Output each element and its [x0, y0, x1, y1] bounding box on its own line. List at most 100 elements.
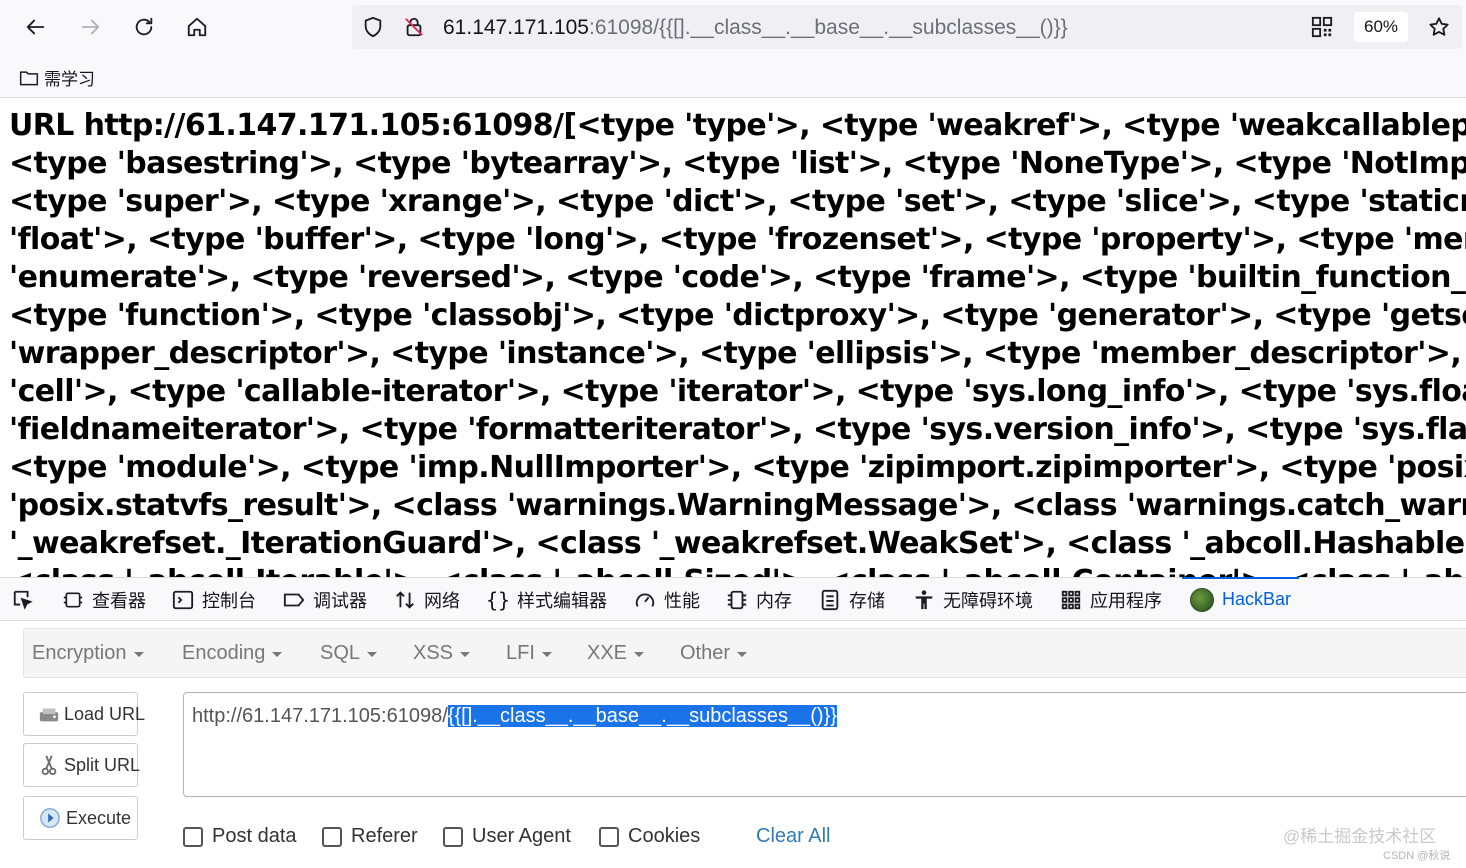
menu-lfi-label: LFI — [506, 642, 535, 664]
bookmark-folder[interactable]: 需学习 — [18, 65, 95, 90]
tab-hackbar-label: HackBar — [1222, 589, 1292, 609]
response-line: 'cell'>, <type 'callable-iterator'>, <ty… — [9, 374, 1466, 409]
user-agent-checkbox[interactable]: User Agent — [443, 825, 571, 848]
tab-style-editor[interactable]: {} 样式编辑器 — [485, 578, 607, 621]
tab-network-label: 网络 — [424, 590, 460, 611]
arrow-left-icon — [26, 19, 45, 35]
menu-encoding[interactable]: Encoding — [182, 642, 283, 665]
cookies-checkbox[interactable]: Cookies — [599, 825, 700, 848]
hackbar-menu: Encryption Encoding SQL XSS LFI XXE Othe… — [23, 628, 1466, 678]
menu-encryption[interactable]: Encryption — [32, 642, 144, 665]
browser-toolbar: 61.147.171.105:61098/{{[].__class__.__ba… — [0, 0, 1466, 54]
hackbar-panel: Encryption Encoding SQL XSS LFI XXE Othe… — [0, 621, 1466, 868]
tab-debugger[interactable]: 调试器 — [283, 578, 367, 621]
hackbar-logo-icon — [1190, 587, 1214, 612]
tab-memory[interactable]: 内存 — [726, 578, 792, 621]
tab-hackbar[interactable]: HackBar — [1181, 577, 1300, 621]
caret-down-icon — [367, 652, 378, 657]
url-textarea[interactable]: http://61.147.171.105:61098/{{[].__class… — [183, 692, 1466, 797]
pick-element-icon — [12, 589, 34, 611]
caret-down-icon — [737, 652, 748, 657]
checkbox-box[interactable] — [599, 826, 619, 847]
qr-code-icon[interactable] — [1310, 15, 1334, 39]
menu-encoding-label: Encoding — [182, 642, 266, 664]
response-line: <type 'module'>, <type 'imp.NullImporter… — [9, 450, 1466, 485]
tab-network[interactable]: 网络 — [394, 578, 460, 621]
menu-sql[interactable]: SQL — [320, 642, 378, 665]
menu-xxe[interactable]: XXE — [587, 642, 645, 665]
watermark-credit: CSDN @秋说 — [1383, 850, 1451, 862]
execute-button[interactable]: Execute — [23, 796, 138, 840]
menu-other-label: Other — [680, 642, 731, 664]
reload-button[interactable] — [127, 10, 161, 44]
tab-accessibility[interactable]: 无障碍环境 — [913, 578, 1033, 621]
memory-icon — [726, 589, 748, 611]
debugger-icon — [283, 589, 305, 611]
tab-storage-label: 存储 — [849, 590, 885, 611]
cookies-label: Cookies — [628, 825, 701, 847]
menu-xss[interactable]: XSS — [413, 642, 471, 665]
response-line: 'fieldnameiterator'>, <type 'formatterit… — [9, 412, 1466, 447]
shield-icon[interactable] — [361, 15, 385, 39]
url-path: :61098/{{[].__class__.__base__.__subclas… — [588, 16, 1068, 39]
zoom-level-button[interactable]: 60% — [1354, 12, 1408, 42]
menu-lfi[interactable]: LFI — [506, 642, 552, 665]
load-url-button[interactable]: Load URL — [23, 692, 145, 736]
split-url-button[interactable]: Split URL — [23, 743, 140, 787]
arrow-right-icon — [81, 19, 100, 35]
menu-sql-label: SQL — [320, 642, 361, 664]
bookmark-star-icon[interactable] — [1427, 15, 1451, 39]
tab-performance-label: 性能 — [664, 590, 700, 611]
response-line: 'posix.statvfs_result'>, <class 'warning… — [9, 488, 1466, 523]
insecure-lock-icon[interactable] — [402, 15, 426, 39]
post-data-checkbox[interactable]: Post data — [183, 825, 297, 848]
play-icon — [38, 806, 62, 830]
tab-console[interactable]: 控制台 — [172, 578, 256, 621]
response-line: 'wrapper_descriptor'>, <type 'instance'>… — [9, 336, 1466, 371]
bookmark-folder-label: 需学习 — [44, 70, 95, 89]
caret-down-icon — [541, 652, 552, 657]
console-icon — [172, 589, 194, 611]
url-bar[interactable]: 61.147.171.105:61098/{{[].__class__.__ba… — [352, 5, 1462, 49]
response-line: <type 'function'>, <type 'classobj'>, <t… — [9, 298, 1466, 333]
checkbox-box[interactable] — [322, 826, 342, 847]
folder-icon — [19, 70, 39, 85]
style-editor-icon: {} — [485, 587, 511, 612]
tab-style-editor-label: 样式编辑器 — [517, 590, 607, 611]
caret-down-icon — [634, 652, 645, 657]
tab-memory-label: 内存 — [756, 590, 792, 611]
tab-storage[interactable]: 存储 — [819, 578, 885, 621]
home-button[interactable] — [180, 10, 214, 44]
tab-inspector[interactable]: 查看器 — [62, 578, 146, 621]
watermark: @稀土掘金技术社区 — [1283, 827, 1437, 846]
tab-application[interactable]: 应用程序 — [1060, 578, 1162, 621]
tab-accessibility-label: 无障碍环境 — [943, 590, 1033, 611]
referer-label: Referer — [351, 825, 418, 847]
tab-inspector-label: 查看器 — [92, 590, 146, 611]
url-textarea-plain: http://61.147.171.105:61098/ — [192, 705, 448, 727]
clear-all-link[interactable]: Clear All — [756, 825, 831, 847]
caret-down-icon — [133, 652, 144, 657]
tab-pick-element[interactable] — [12, 578, 34, 621]
forward-button[interactable] — [73, 10, 107, 44]
url-text[interactable]: 61.147.171.105:61098/{{[].__class__.__ba… — [443, 16, 1068, 40]
tab-debugger-label: 调试器 — [313, 590, 367, 611]
reload-icon — [135, 17, 153, 36]
tab-application-label: 应用程序 — [1090, 590, 1162, 611]
tab-performance[interactable]: 性能 — [634, 578, 700, 621]
scissors-icon — [38, 753, 60, 777]
checkbox-box[interactable] — [443, 826, 463, 847]
referer-checkbox[interactable]: Referer — [322, 825, 418, 848]
response-line: '_weakrefset._IterationGuard'>, <class '… — [9, 526, 1466, 561]
user-agent-label: User Agent — [472, 825, 571, 847]
home-icon — [187, 17, 207, 37]
caret-down-icon — [272, 652, 283, 657]
back-button[interactable] — [19, 10, 53, 44]
url-host: 61.147.171.105 — [443, 16, 589, 39]
checkbox-box[interactable] — [183, 826, 203, 847]
load-url-icon — [38, 702, 60, 726]
menu-other[interactable]: Other — [680, 642, 748, 665]
devtools-tab-bar: 查看器 控制台 调试器 网络 {} 样式编辑器 性能 内存 存储 无障碍环境 应… — [0, 577, 1466, 621]
url-textarea-selection: {{[].__class__.__base__.__subclasses__()… — [447, 705, 837, 727]
response-line: <type 'basestring'>, <type 'bytearray'>,… — [9, 146, 1466, 181]
